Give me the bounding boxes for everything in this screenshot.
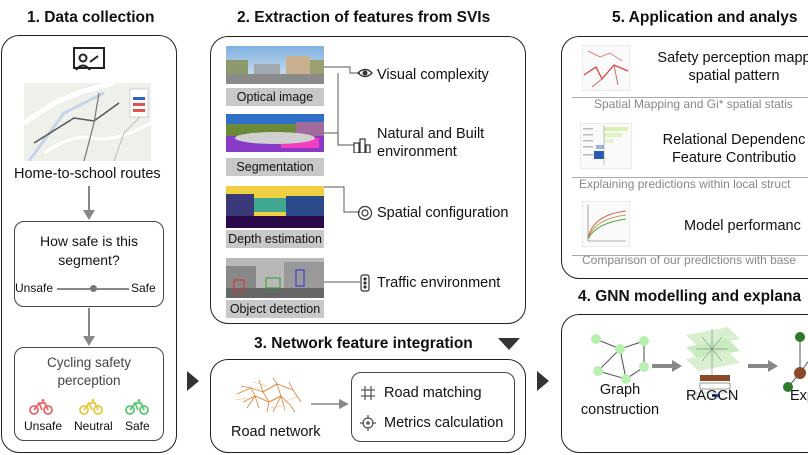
eye-icon [357, 68, 373, 78]
step-ragcn: RAGCN [686, 388, 739, 404]
feature-traffic-environment: Traffic environment [377, 275, 501, 291]
graph-image [591, 334, 649, 384]
perception-title: Cycling safety perception [46, 355, 132, 388]
ragcn-image [686, 327, 740, 399]
item2-subtitle: Explaining predictions within local stru… [579, 177, 791, 191]
optical-image [226, 46, 324, 84]
section1-panel: Home-to-school routes How safe is this s… [1, 35, 177, 453]
item2-title: Relational Dependenc Feature Contributio [662, 132, 806, 166]
arrowhead-2-to-3 [498, 338, 520, 350]
level-safe: Safe [125, 419, 150, 433]
grid-hash-icon [361, 386, 375, 400]
item1-divider [572, 97, 808, 98]
arrowhead-1-to-3 [187, 371, 199, 391]
bike-neutral-icon [79, 399, 103, 415]
perception-box: Cycling safety perception Unsafe Neutral… [14, 347, 164, 441]
caption-depth: Depth estimation [226, 230, 324, 248]
safety-map-thumb [582, 45, 630, 91]
bike-unsafe-icon [29, 399, 53, 415]
feature-natural-built: Natural and Built environment [377, 126, 485, 160]
segmentation-image [226, 114, 324, 152]
road-network-label: Road network [231, 424, 321, 440]
section5-title: 5. Application and analys [612, 9, 798, 26]
caption-optical-image: Optical image [226, 88, 324, 106]
scale-safe: Safe [131, 281, 156, 295]
section4-panel: Graph construction RAGCN Explai [561, 314, 808, 453]
routes-label: Home-to-school routes [14, 166, 161, 182]
feature-spatial-configuration: Spatial configuration [377, 205, 509, 221]
arrow-down-2 [83, 308, 95, 346]
object-detection-image [226, 258, 324, 298]
integration-steps-box: Road matching Metrics calculation [351, 372, 515, 442]
arrow-right-gnn-2 [748, 360, 778, 372]
item3-subtitle: Comparison of our predictions with base [582, 253, 797, 267]
section3-title: 3. Network feature integration [254, 335, 473, 352]
item3-title: Model performanc [684, 218, 801, 234]
step-metrics-calculation: Metrics calculation [384, 415, 504, 431]
feature-visual-complexity: Visual complexity [377, 67, 489, 83]
arrow-down-1 [83, 186, 95, 220]
caption-segmentation: Segmentation [226, 158, 324, 176]
item1-title: Safety perception mapp spatial pattern [657, 50, 808, 84]
item2-divider [572, 177, 808, 178]
item1-subtitle: Spatial Mapping and Gi* spatial statis [594, 97, 793, 111]
section2-title: 2. Extraction of features from SVIs [237, 9, 491, 26]
level-unsafe: Unsafe [24, 419, 63, 433]
spatial-config-icon [357, 205, 373, 221]
caption-object-detection: Object detection [226, 300, 324, 318]
survey-question: How safe is this segment? [39, 233, 139, 268]
arrowhead-3-to-4 [537, 371, 549, 391]
explained-graph-image [783, 332, 808, 392]
section4-title: 4. GNN modelling and explana [578, 288, 802, 305]
model-performance-thumb [582, 201, 630, 247]
presentation-user-icon [73, 47, 105, 71]
city-icon [353, 138, 371, 153]
depth-image [226, 186, 324, 228]
step-graph-construction: Graph construction [580, 382, 660, 418]
step-road-matching: Road matching [384, 385, 482, 401]
safety-slider-knob[interactable] [90, 285, 97, 292]
scale-unsafe: Unsafe [15, 281, 54, 295]
survey-box: How safe is this segment? Unsafe Safe [14, 221, 164, 307]
section3-panel: Road network Road matching Metrics calcu… [210, 359, 526, 453]
level-neutral: Neutral [74, 419, 113, 433]
feature-contribution-thumb [580, 123, 632, 169]
item3-divider [572, 255, 808, 256]
bike-safe-icon [125, 399, 149, 415]
arrow-right-gnn-1 [652, 360, 682, 372]
section5-panel: Safety perception mapp spatial pattern S… [561, 36, 808, 279]
traffic-light-icon [360, 274, 370, 292]
feature-connectors [324, 66, 360, 283]
route-map-image [24, 83, 151, 161]
road-network-image [234, 377, 302, 413]
section1-title: 1. Data collection [27, 9, 155, 26]
step-explainer: Explai [790, 388, 808, 404]
crosshair-icon [360, 415, 376, 431]
arrow-right-road [311, 399, 349, 409]
section2-panel: Optical image Segmentation Depth estimat… [210, 36, 526, 324]
